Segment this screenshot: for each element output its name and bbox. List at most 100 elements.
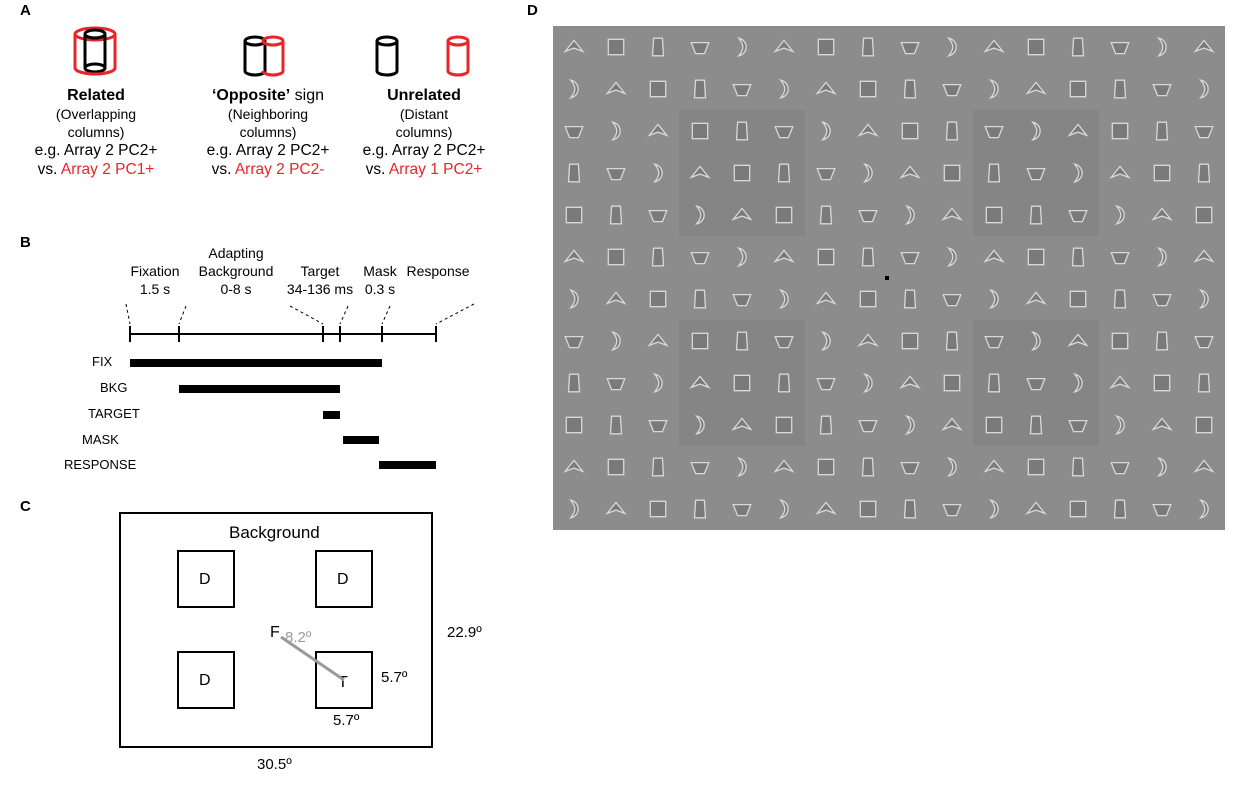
stimulus-cell-icon xyxy=(943,374,961,392)
stimulus-cell-icon xyxy=(693,499,707,519)
stimulus-cell-icon xyxy=(899,165,921,179)
stimulus-cell-icon xyxy=(1113,499,1127,519)
height-label: 22.9º xyxy=(447,624,482,641)
stimulus-cell-icon xyxy=(775,206,793,224)
stimulus-cell-icon xyxy=(817,458,835,476)
stimulus-cell-icon xyxy=(817,38,835,56)
stimulus-cell-icon xyxy=(1110,251,1130,265)
stimulus-cell-icon xyxy=(690,41,710,55)
stimulus-cell-icon xyxy=(1109,375,1131,389)
stimulus-cell-icon xyxy=(605,291,627,305)
stimulus-cell-icon xyxy=(987,163,1001,183)
stimulus-grid-image xyxy=(553,26,1225,530)
stimulus-cell-icon xyxy=(568,79,579,99)
stimulus-cell-icon xyxy=(1195,206,1213,224)
stimulus-cell-icon xyxy=(778,289,789,309)
stimulus-cell-icon xyxy=(736,457,747,477)
stimulus-cell-icon xyxy=(1194,125,1214,139)
stimulus-cell-icon xyxy=(1197,163,1211,183)
stimulus-cell-icon xyxy=(649,80,667,98)
row-target-label: TARGET xyxy=(88,406,140,421)
stimulus-cell-icon xyxy=(1193,459,1215,473)
stimulus-cell-icon xyxy=(609,205,623,225)
stimulus-cell-icon xyxy=(736,37,747,57)
condition-opposite: ‘Opposite’ sign (Neighboring columns) e.… xyxy=(188,86,348,179)
stimulus-cell-icon xyxy=(689,165,711,179)
stimulus-cell-icon xyxy=(904,205,915,225)
bkg-bar xyxy=(179,385,340,393)
stimulus-cell-icon xyxy=(563,249,585,263)
stimulus-cell-icon xyxy=(731,207,753,221)
condition-vs-red: Array 2 PC2- xyxy=(234,161,325,178)
stimulus-cell-icon xyxy=(901,122,919,140)
stimulus-cell-icon xyxy=(773,249,795,263)
stimulus-cell-icon xyxy=(1152,293,1172,307)
stimulus-cell-icon xyxy=(945,121,959,141)
stimulus-cell-icon xyxy=(987,373,1001,393)
distractor-box xyxy=(177,651,235,709)
stimulus-cell-icon xyxy=(778,499,789,519)
stimulus-cell-icon xyxy=(861,37,875,57)
panel-a-letter: A xyxy=(20,2,31,19)
stimulus-cell-icon xyxy=(1195,416,1213,434)
panel-b-letter: B xyxy=(20,234,31,251)
stimulus-cell-icon xyxy=(690,461,710,475)
stimulus-cell-icon xyxy=(689,375,711,389)
stimulus-cell-icon xyxy=(815,81,837,95)
stimulus-cell-icon xyxy=(564,335,584,349)
stimulus-cell-icon xyxy=(1029,205,1043,225)
stimulus-cell-icon xyxy=(1067,123,1089,137)
stimulus-cell-icon xyxy=(568,499,579,519)
stimulus-cell-icon xyxy=(1025,291,1047,305)
stimulus-cell-icon xyxy=(694,205,705,225)
stimulus-cell-icon xyxy=(984,125,1004,139)
stimulus-cell-icon xyxy=(859,80,877,98)
box-height-label: 5.7º xyxy=(381,669,408,686)
response-bar xyxy=(379,461,436,469)
stimulus-cell-icon xyxy=(1198,289,1209,309)
response-label: Response xyxy=(406,263,470,279)
stimulus-cell-icon xyxy=(904,415,915,435)
condition-example: e.g. Array 2 PC2+ xyxy=(34,142,158,159)
stimulus-cell-icon xyxy=(648,419,668,433)
condition-vs: vs. xyxy=(365,161,389,178)
stimulus-cell-icon xyxy=(1151,417,1173,431)
stimulus-cell-icon xyxy=(983,459,1005,473)
stimulus-cell-icon xyxy=(732,503,752,517)
stimulus-cell-icon xyxy=(1110,41,1130,55)
stimulus-cell-icon xyxy=(1030,331,1041,351)
stimulus-cell-icon xyxy=(815,291,837,305)
distractor-label: D xyxy=(199,672,211,689)
stimulus-cell-icon xyxy=(1069,290,1087,308)
stimulus-cell-icon xyxy=(1069,500,1087,518)
stimulus-cell-icon xyxy=(1027,458,1045,476)
condition-example: e.g. Array 2 PC2+ xyxy=(362,142,486,159)
timeline-axis xyxy=(125,303,475,342)
stimulus-cell-icon xyxy=(983,249,1005,263)
stimulus-cell-icon xyxy=(1030,121,1041,141)
stimulus-cell-icon xyxy=(1114,205,1125,225)
stimulus-cell-icon xyxy=(774,125,794,139)
target-label: T xyxy=(338,674,348,691)
stimulus-cell-icon xyxy=(606,167,626,181)
condition-example: e.g. Array 2 PC2+ xyxy=(206,142,330,159)
stimulus-cell-icon xyxy=(607,38,625,56)
stimulus-cell-icon xyxy=(649,500,667,518)
stimulus-cell-icon xyxy=(1069,80,1087,98)
stimulus-cell-icon xyxy=(1152,503,1172,517)
stimulus-cell-icon xyxy=(652,373,663,393)
stimulus-cell-icon xyxy=(862,163,873,183)
stimulus-cell-icon xyxy=(606,377,626,391)
distant-columns-icon xyxy=(375,35,470,77)
stimulus-cell-icon xyxy=(609,415,623,435)
stimulus-cell-icon xyxy=(816,167,836,181)
stimulus-cell-icon xyxy=(647,333,669,347)
stimulus-cell-icon xyxy=(691,122,709,140)
target-box xyxy=(315,651,373,709)
stimulus-cell-icon xyxy=(1026,377,1046,391)
stimulus-cell-icon xyxy=(820,121,831,141)
display-frame xyxy=(119,512,433,748)
stimulus-cell-icon xyxy=(610,121,621,141)
stimulus-cell-icon xyxy=(1193,39,1215,53)
